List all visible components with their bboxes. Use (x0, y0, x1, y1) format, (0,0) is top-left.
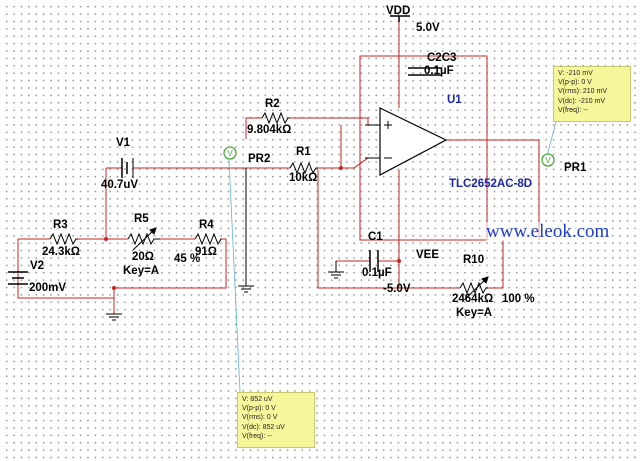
u1-part: TLC2652AC-8D (449, 178, 533, 190)
wire-r1-right (318, 157, 380, 169)
probe-icon-pr1[interactable]: V (540, 152, 556, 168)
r5-value: 20Ω (132, 251, 155, 263)
wire-out (446, 139, 540, 240)
r5-key: Key=A (123, 265, 160, 277)
readout-line: V(dc): 852 uV (242, 423, 285, 431)
svg-text:V: V (545, 156, 551, 165)
readout-line: V: -210 mV (558, 70, 593, 77)
resistor-r5[interactable] (127, 232, 160, 246)
v1-label: V1 (116, 137, 131, 149)
battery-v2[interactable] (8, 271, 28, 285)
probe-icon-pr2[interactable]: V (222, 145, 238, 161)
pot-arrow-r10 (464, 276, 489, 300)
r2-label: R2 (265, 98, 280, 110)
ground-symbol (106, 313, 122, 321)
readout-line: V(p-p): 0 V (242, 405, 276, 413)
r10-percent: 100 % (502, 293, 535, 305)
r4-value: 91Ω (195, 246, 218, 258)
resistor-r3[interactable] (49, 232, 78, 246)
watermark-text: www.eleok.com (486, 221, 610, 242)
wire-vdd (359, 16, 488, 241)
c2c3-label: C2C3 (427, 52, 457, 64)
vdd-value: 5.0V (416, 22, 440, 34)
c1-label: C1 (368, 231, 383, 243)
v1-value: 40.7uV (101, 179, 139, 191)
battery-v1[interactable] (121, 158, 134, 178)
u1-label: U1 (447, 94, 462, 106)
wire-r2-left (245, 117, 262, 139)
r4-label: R4 (199, 219, 214, 231)
opamp-u1[interactable] (365, 107, 448, 176)
r10-value: 2464kΩ (452, 293, 494, 305)
v2-label: V2 (30, 260, 45, 272)
r1-label: R1 (296, 146, 311, 158)
capacitor-c2c3[interactable] (408, 67, 442, 76)
r1-value: 10kΩ (289, 172, 318, 184)
readout-line: V(freq): -- (558, 106, 588, 114)
readout-line: V(dc): -210 mV (558, 97, 606, 105)
ground-symbol (328, 261, 344, 279)
r3-label: R3 (53, 219, 68, 231)
wire-r10-right (488, 240, 504, 289)
probe-leaders (228, 121, 557, 393)
capacitor-c1[interactable] (369, 250, 379, 272)
vee-label: VEE (416, 249, 440, 261)
pot-arrow-r5 (132, 227, 157, 251)
vdd-symbol[interactable] (390, 15, 410, 22)
ground-symbol (238, 168, 254, 293)
c1-value: 0.1µF (362, 267, 392, 279)
pr2-label: PR2 (248, 153, 271, 165)
resistor-r1[interactable] (289, 161, 318, 175)
r10-key: Key=A (456, 307, 493, 319)
readout-line: V(rms): 210 mV (558, 88, 608, 96)
c2c3-value: 0.1µF (424, 65, 454, 77)
wire-r10 (317, 170, 460, 289)
pr1-label: PR1 (564, 162, 587, 174)
resistor-r2[interactable] (261, 111, 290, 125)
wire-r4-right (114, 238, 227, 289)
probe-readout-pr1[interactable]: V: -210 mV V(p-p): 0 V V(rms): 210 mV V(… (553, 66, 631, 122)
r3-value: 24.3kΩ (42, 246, 80, 258)
r5-label: R5 (134, 213, 149, 225)
readout-line: V(rms): 0 V (242, 414, 278, 422)
readout-line: V(p-p): 0 V (558, 79, 592, 87)
readout-line: V(freq): -- (242, 432, 272, 440)
r5-percent: 45 % (174, 253, 201, 265)
wires (17, 16, 540, 314)
probe-readout-pr2[interactable]: V: 852 uV V(p-p): 0 V V(rms): 0 V V(dc):… (237, 392, 315, 448)
wire-r2-right (290, 117, 380, 126)
resistor-r10[interactable] (459, 281, 488, 295)
v2-value: 200mV (29, 282, 67, 294)
resistor-r4[interactable] (194, 232, 222, 246)
junction-dots (104, 166, 401, 290)
readout-line: V: 852 uV (242, 396, 273, 403)
svg-text:V: V (227, 149, 233, 158)
r10-label: R10 (463, 254, 485, 266)
vdd-label: VDD (386, 5, 411, 17)
r2-value: 9.804kΩ (247, 124, 292, 136)
vee-value: -5.0V (383, 283, 411, 295)
